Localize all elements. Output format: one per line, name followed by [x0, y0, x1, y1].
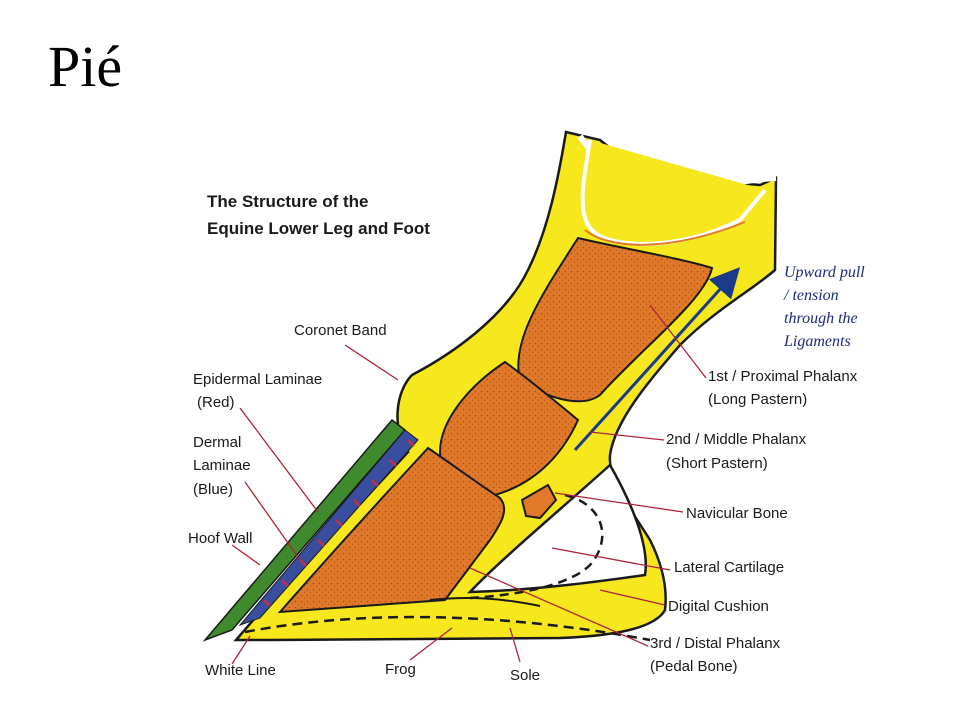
label-navicular-bone: Navicular Bone — [686, 505, 788, 522]
label-epidermal-laminae-2: (Red) — [197, 394, 235, 411]
navicular-bone — [520, 483, 558, 520]
tension-note-line-4: Ligaments — [783, 333, 851, 350]
cannon-bone-end — [580, 139, 767, 246]
frog-outline — [429, 597, 541, 607]
hoof-wall — [202, 418, 407, 642]
distal-phalanx-bone — [277, 446, 506, 614]
label-sole: Sole — [510, 667, 540, 684]
label-coronet-band: Coronet Band — [294, 322, 387, 339]
tension-note-line-1: Upward pull — [784, 264, 865, 281]
label-frog: Frog — [385, 661, 416, 678]
label-digital-cushion: Digital Cushion — [668, 598, 769, 615]
label-proximal-phalanx-2: (Long Pastern) — [708, 391, 807, 408]
label-white-line: White Line — [205, 662, 276, 679]
tension-note-line-2: / tension — [783, 287, 839, 304]
label-lateral-cartilage: Lateral Cartilage — [674, 559, 784, 576]
laminae-red-marks — [263, 439, 415, 607]
diagram-title-line-2: Equine Lower Leg and Foot — [207, 219, 430, 238]
sole-dashed-line — [244, 615, 651, 642]
label-proximal-phalanx-1: 1st / Proximal Phalanx — [708, 368, 858, 385]
label-middle-phalanx-1: 2nd / Middle Phalanx — [666, 431, 807, 448]
leader-lines — [231, 304, 707, 665]
label-dermal-laminae-1: Dermal — [193, 434, 241, 451]
laminae-stripe — [238, 429, 419, 627]
proximal-phalanx-bone — [517, 236, 714, 403]
tension-note-line-3: through the — [784, 310, 858, 327]
label-dermal-laminae-2: Laminae — [193, 457, 251, 474]
digital-cushion — [467, 463, 648, 594]
label-dermal-laminae-3: (Blue) — [193, 481, 233, 498]
diagram-title-line-1: The Structure of the — [207, 192, 369, 211]
label-distal-phalanx-1: 3rd / Distal Phalanx — [650, 635, 781, 652]
tension-arrow — [573, 267, 741, 452]
lateral-cartilage-line — [469, 493, 604, 600]
label-middle-phalanx-2: (Short Pastern) — [666, 455, 768, 472]
slide-title: Pié — [48, 34, 123, 99]
label-distal-phalanx-2: (Pedal Bone) — [650, 658, 738, 675]
label-epidermal-laminae-1: Epidermal Laminae — [193, 371, 322, 388]
label-hoof-wall: Hoof Wall — [188, 530, 252, 547]
cannon-bone-edge — [584, 221, 746, 246]
